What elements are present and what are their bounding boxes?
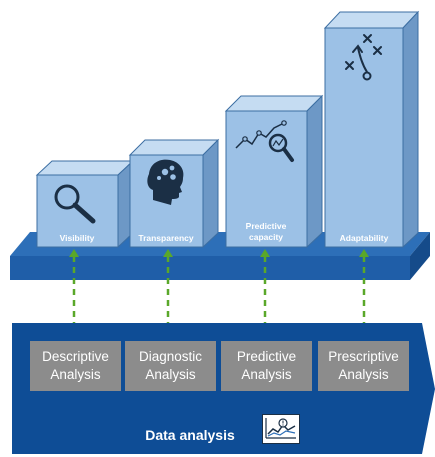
stage-box-transparency: Transparency xyxy=(128,138,220,249)
stage-label-capacity: capacity xyxy=(249,232,283,242)
brain-head-icon xyxy=(147,159,184,205)
stage-box-predictive-capacity: Predictive capacity xyxy=(224,94,324,249)
analysis-line: Predictive xyxy=(236,349,297,364)
analysis-line: Analysis xyxy=(338,367,389,382)
play-strategy-icon xyxy=(345,34,382,81)
platform-side xyxy=(410,232,430,280)
analysis-line: Analysis xyxy=(50,367,101,382)
analysis-line: Prescriptive xyxy=(328,349,399,364)
data-analysis-title: Data analysis xyxy=(145,427,235,443)
stage-label-visibility: Visibility xyxy=(60,233,95,243)
stage-label-adaptability: Adaptability xyxy=(340,233,389,243)
stage-box-visibility: Visibility xyxy=(35,159,135,249)
connectors xyxy=(72,256,366,336)
stage-label-predictive: Predictive xyxy=(246,221,287,231)
analysis-line: Analysis xyxy=(145,367,196,382)
analysis-line: Descriptive xyxy=(42,349,109,364)
platform-front xyxy=(10,256,410,280)
connector-arrowheads xyxy=(69,249,369,257)
data-chart-icon xyxy=(262,414,300,444)
analysis-line: Diagnostic xyxy=(138,349,203,364)
stage-box-adaptability: Adaptability xyxy=(323,10,420,249)
chart-magnifier-icon xyxy=(235,120,294,162)
stage-label-transparency: Transparency xyxy=(138,233,194,243)
analysis-line: Analysis xyxy=(241,367,292,382)
magnifier-icon xyxy=(54,184,96,224)
